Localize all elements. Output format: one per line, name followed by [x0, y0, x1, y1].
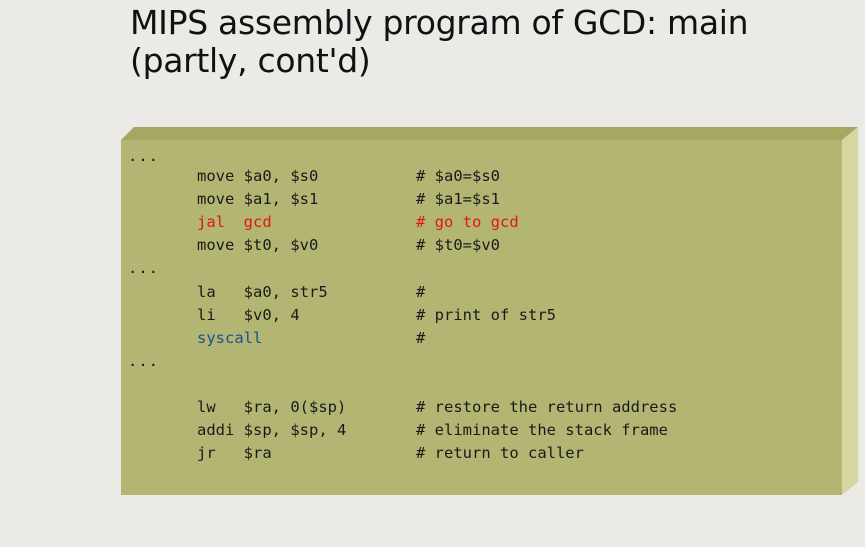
- code-comment: # eliminate the stack frame: [416, 421, 668, 439]
- code-instruction: move $a0, $s0: [197, 167, 319, 185]
- code-comment: # $a0=$s0: [416, 167, 500, 185]
- code-comment: # return to caller: [416, 444, 584, 462]
- code-block-top-face: [121, 127, 858, 140]
- code-ellipsis: ...: [128, 147, 159, 165]
- code-block-side-face: [842, 127, 858, 495]
- code-comment: # print of str5: [416, 306, 556, 324]
- code-instruction: la $a0, str5: [197, 283, 328, 301]
- code-comment: #: [416, 283, 426, 301]
- code-instruction: li $v0, 4: [197, 306, 300, 324]
- code-comment-highlighted: # go to gcd: [416, 213, 519, 231]
- code-instruction: move $a1, $s1: [197, 190, 319, 208]
- slide-title-line-2: (partly, cont'd): [130, 41, 371, 80]
- code-ellipsis: ...: [128, 259, 159, 277]
- slide-title: MIPS assembly program of GCD: main (part…: [130, 4, 850, 80]
- code-instruction-keyword: syscall: [197, 329, 263, 347]
- code-instruction: jr $ra: [197, 444, 272, 462]
- code-instruction: addi $sp, $sp, 4: [197, 421, 347, 439]
- code-comment: #: [416, 329, 426, 347]
- code-comment: # $a1=$s1: [416, 190, 500, 208]
- slide-title-line-1: MIPS assembly program of GCD: main: [130, 3, 749, 42]
- code-ellipsis: ...: [128, 352, 159, 370]
- code-comment: # $t0=$v0: [416, 236, 500, 254]
- code-block-face: [121, 140, 842, 495]
- code-comment: # restore the return address: [416, 398, 678, 416]
- code-instruction-highlighted: jal gcd: [197, 213, 272, 231]
- code-instruction: lw $ra, 0($sp): [197, 398, 347, 416]
- code-instruction: move $t0, $v0: [197, 236, 319, 254]
